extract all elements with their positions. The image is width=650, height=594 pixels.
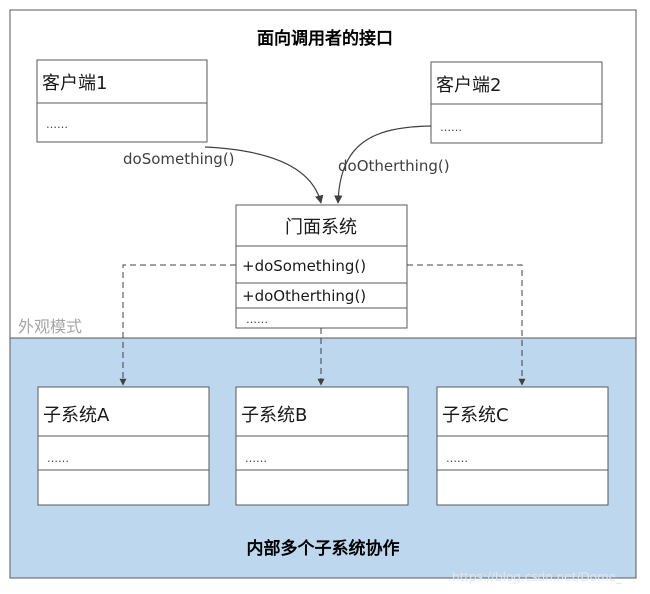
facade-body: …… bbox=[246, 313, 268, 326]
client-box-1: 客户端1 …… bbox=[36, 59, 208, 143]
subsystem-body: …… bbox=[245, 452, 267, 465]
top-title: 面向调用者的接口 bbox=[257, 28, 393, 49]
call-label-2: doOtherthing() bbox=[338, 157, 450, 175]
facade-box: 门面系统 +doSomething() +doOtherthing() …… bbox=[235, 204, 408, 329]
client-body: …… bbox=[440, 121, 462, 134]
subsystem-body: …… bbox=[446, 452, 468, 465]
facade-method: +doSomething() bbox=[242, 257, 366, 275]
subsystem-name: 子系统A bbox=[43, 405, 110, 426]
bottom-title: 内部多个子系统协作 bbox=[247, 538, 400, 559]
watermark: https://blog.csdn.net/Dome_ bbox=[452, 570, 623, 584]
subsystem-box-b: 子系统B …… bbox=[235, 386, 409, 506]
facade-name: 门面系统 bbox=[285, 217, 357, 238]
dependency-arrow-c bbox=[407, 264, 526, 386]
subsystem-name: 子系统B bbox=[241, 405, 307, 426]
subsystem-name: 子系统C bbox=[442, 405, 509, 426]
client-body: …… bbox=[46, 118, 68, 131]
dependency-arrow-a bbox=[119, 264, 236, 386]
client-name: 客户端1 bbox=[42, 73, 107, 94]
client-box-2: 客户端2 …… bbox=[430, 61, 603, 144]
call-label-1: doSomething() bbox=[123, 150, 235, 168]
facade-method: +doOtherthing() bbox=[242, 287, 366, 305]
call-arrow-1 bbox=[204, 146, 324, 204]
client-name: 客户端2 bbox=[436, 75, 501, 96]
call-arrow-2 bbox=[334, 125, 432, 204]
region-label: 外观模式 bbox=[18, 317, 82, 336]
subsystem-box-c: 子系统C …… bbox=[436, 386, 609, 506]
subsystem-box-a: 子系统A …… bbox=[37, 386, 210, 506]
subsystem-body: …… bbox=[47, 452, 69, 465]
